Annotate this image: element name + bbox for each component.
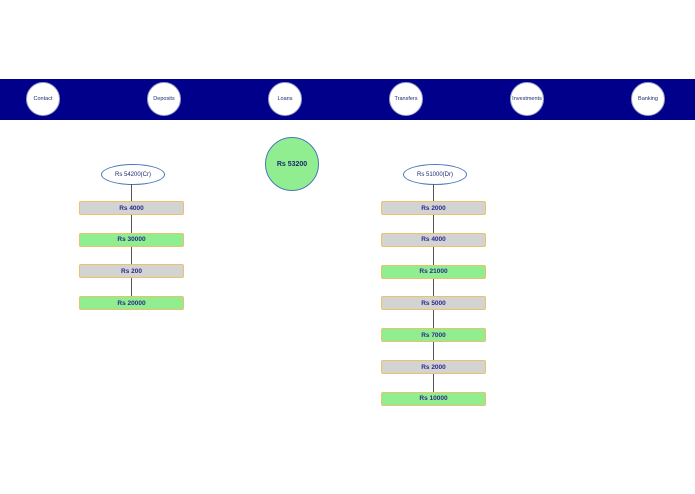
debit-transaction-amount: Rs 10000 [419,395,448,403]
nav-loans-label: Loans [277,96,293,102]
credit-transaction-item[interactable]: Rs 20000 [79,296,184,311]
balance-circle[interactable]: Rs 53200 [265,137,319,191]
credit-transaction-item[interactable]: Rs 200 [79,264,184,279]
nav-deposits-label: Deposits [153,96,175,102]
debit-connector-line [433,184,434,392]
debit-transaction-amount: Rs 2000 [421,204,446,212]
debit-transaction-amount: Rs 4000 [421,236,446,244]
nav-banking[interactable]: Banking [631,82,665,116]
credit-transaction-amount: Rs 200 [121,267,142,275]
credit-transaction-amount: Rs 4000 [119,204,144,212]
debit-transaction-item[interactable]: Rs 4000 [381,232,486,247]
debit-transaction-item[interactable]: Rs 2000 [381,360,486,374]
debit-transaction-amount: Rs 21000 [419,268,448,276]
debit-header[interactable]: Rs 51000(Dr) [403,164,467,185]
nav-contact-label: Contact [33,96,53,102]
debit-transaction-item[interactable]: Rs 7000 [381,328,486,343]
credit-header[interactable]: Rs 54200(Cr) [101,164,165,185]
credit-transaction-item[interactable]: Rs 4000 [79,201,184,215]
debit-transaction-amount: Rs 2000 [421,363,446,371]
nav-transfers-label: Transfers [394,96,418,102]
debit-transaction-item[interactable]: Rs 2000 [381,201,486,215]
credit-header-label: Rs 54200(Cr) [114,171,151,178]
debit-transaction-amount: Rs 5000 [421,299,446,307]
nav-investments-label: Investments [512,96,542,102]
debit-transaction-item[interactable]: Rs 10000 [381,391,486,406]
nav-banking-label: Banking [638,96,658,102]
nav-deposits[interactable]: Deposits [147,82,181,116]
debit-transaction-amount: Rs 7000 [421,331,446,339]
nav-loans[interactable]: Loans [268,82,302,116]
nav-contact[interactable]: Contact [26,82,60,116]
debit-header-label: Rs 51000(Dr) [416,171,453,178]
credit-transaction-amount: Rs 30000 [117,236,146,244]
debit-transaction-item[interactable]: Rs 21000 [381,264,486,279]
balance-label: Rs 53200 [276,160,308,168]
debit-transaction-item[interactable]: Rs 5000 [381,296,486,311]
nav-investments[interactable]: Investments [510,82,544,116]
credit-transaction-item[interactable]: Rs 30000 [79,232,184,247]
nav-transfers[interactable]: Transfers [389,82,423,116]
top-navbar: Contact Deposits Loans Transfers Investm… [0,79,695,120]
credit-transaction-amount: Rs 20000 [117,299,146,307]
